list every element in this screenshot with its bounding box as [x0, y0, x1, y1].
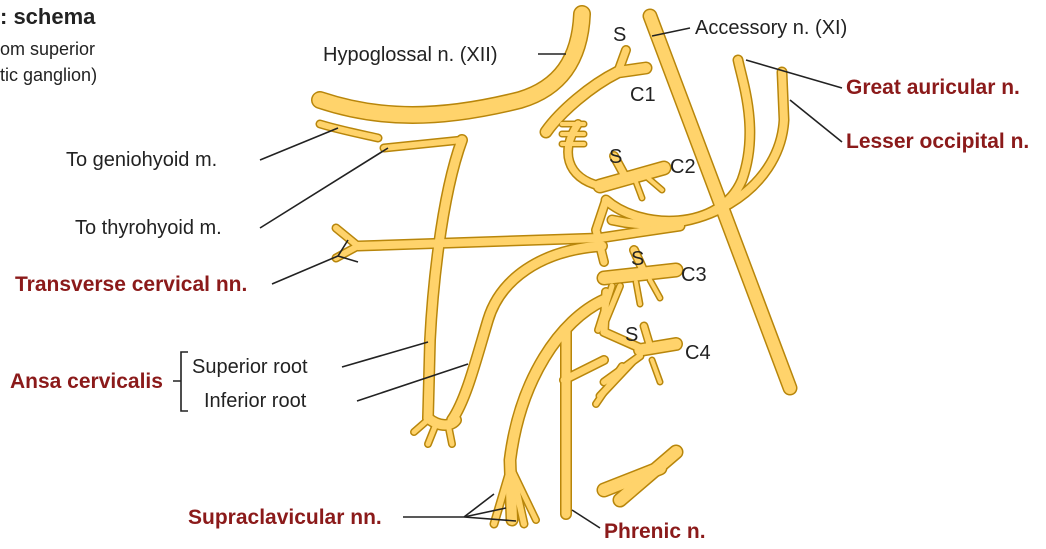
label-to-thyrohyoid: To thyrohyoid m. [75, 217, 222, 239]
label-s4: S [625, 324, 638, 346]
c4-spray-c [596, 366, 622, 404]
label-supraclavicular: Supraclavicular nn. [188, 507, 382, 529]
label-superior-root: Superior root [192, 356, 308, 378]
leader-geniohyoid [260, 128, 338, 160]
label-s1: S [613, 24, 626, 46]
label-s2: S [609, 146, 622, 168]
transverse-fork-a [336, 228, 358, 246]
leader-inferior-root [357, 364, 468, 401]
label-transverse-cervical: Transverse cervical nn. [15, 274, 247, 296]
label-s3: S [631, 248, 644, 270]
label-c3: C3 [681, 264, 707, 286]
label-inferior-root: Inferior root [204, 390, 306, 412]
header-sub-1: om superior [0, 38, 95, 60]
c4-root [640, 344, 676, 350]
label-c4: C4 [685, 342, 711, 364]
label-to-geniohyoid: To geniohyoid m. [66, 149, 217, 171]
label-phrenic: Phrenic n. [604, 521, 706, 543]
c2-twig-b [636, 182, 642, 198]
thyrohyoid-branch [384, 140, 462, 148]
ansa-bracket [173, 352, 188, 411]
label-great-auricular: Great auricular n. [846, 77, 1020, 99]
label-c1: C1 [630, 84, 656, 106]
label-hypoglossal: Hypoglossal n. (XII) [323, 44, 498, 66]
header-sub-2: tic ganglion) [0, 64, 97, 86]
label-c2: C2 [670, 156, 696, 178]
header-title: : schema [0, 6, 95, 28]
label-ansa-cervicalis: Ansa cervicalis [10, 371, 163, 393]
label-lesser-occipital: Lesser occipital n. [846, 131, 1029, 153]
leader-thyrohyoid [260, 148, 388, 228]
leader-lesser-occipital [790, 100, 842, 142]
label-accessory: Accessory n. (XI) [695, 17, 847, 39]
leader-transverse [272, 240, 358, 284]
leader-phrenic [572, 510, 600, 528]
nerve-drawing [320, 14, 790, 524]
leader-superior-root [342, 342, 428, 367]
leader-great-auricular [746, 60, 842, 88]
